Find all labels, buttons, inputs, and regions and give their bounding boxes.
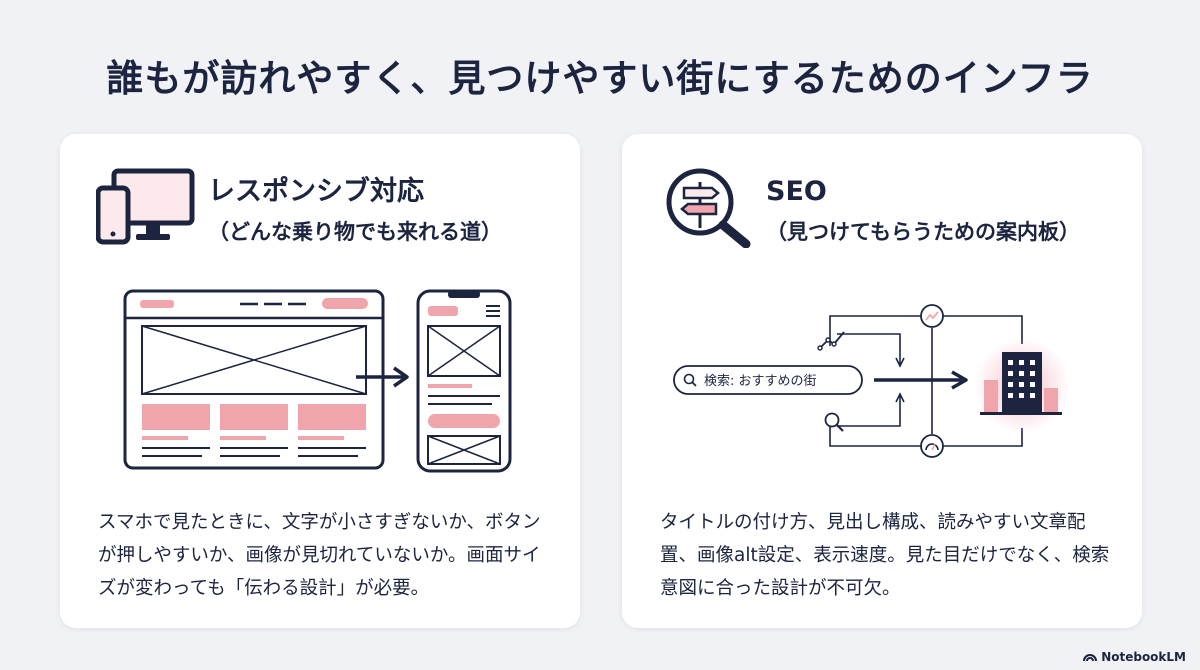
search-bar <box>673 365 863 395</box>
responsive-illustration <box>123 289 512 473</box>
responsive-card: レスポンシブ対応 （どんな乗り物でも来れる道） <box>60 134 580 628</box>
page-title: 誰もが訪れやすく、見つけやすい街にするためのインフラ <box>106 57 1094 100</box>
notebooklm-logo-icon <box>1083 654 1098 662</box>
small-search-icon <box>824 412 840 428</box>
card-description: スマホで見たときに、文字が小さすぎないか、ボタンが押しやすいか、画像が見切れてい… <box>98 512 541 599</box>
card-title: SEO <box>766 176 827 207</box>
card-subtitle: （見つけてもらうための案内板） <box>766 220 1080 244</box>
speed-gauge-icon <box>920 434 944 458</box>
seo-card: SEO （見つけてもらうための案内板） <box>622 134 1142 628</box>
card-title: レスポンシブ対応 <box>208 176 424 207</box>
search-signpost-icon <box>666 168 751 248</box>
seo-illustration: 検索: おすすめの街 <box>673 304 1070 458</box>
brand-name: NotebookLM <box>1101 650 1186 664</box>
card-description: タイトルの付け方、見出し構成、読みやすい文章配置、画像alt設定、表示速度。見た… <box>660 512 1110 599</box>
search-bar-text: 検索: おすすめの街 <box>704 374 817 389</box>
card-subtitle: （どんな乗り物でも来れる道） <box>208 220 502 244</box>
city-buildings-icon <box>980 352 1062 415</box>
search-icon <box>683 373 695 385</box>
trend-icon <box>819 331 845 349</box>
brand-logo: NotebookLM <box>1083 650 1186 664</box>
devices-icon <box>96 168 195 245</box>
